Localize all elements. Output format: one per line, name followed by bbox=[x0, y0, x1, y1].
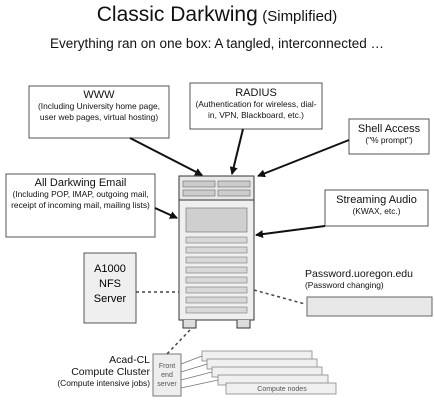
password-desc: (Password changing) bbox=[305, 280, 384, 290]
cluster-desc: (Compute intensive jobs) bbox=[57, 378, 150, 388]
nfs-line1: A1000 bbox=[94, 263, 126, 275]
cluster-link bbox=[180, 379, 219, 389]
password-title: Password.uoregon.edu bbox=[305, 268, 413, 280]
arrow-email bbox=[154, 207, 178, 219]
frontend-line1: Front bbox=[159, 363, 175, 370]
email-title: All Darkwing Email bbox=[34, 177, 127, 189]
password-label: Password.uoregon.edu (Password changing) bbox=[305, 268, 413, 291]
www-title: WWW bbox=[83, 89, 115, 101]
email-desc: (Including POP, IMAP, outgoing mail, rec… bbox=[11, 189, 150, 210]
arrow-shell bbox=[257, 139, 350, 178]
shell-title: Shell Access bbox=[357, 123, 421, 135]
cluster-title2: Compute Cluster bbox=[71, 366, 150, 378]
arrow-radius bbox=[229, 128, 244, 175]
page-title: Classic Darkwing (Simplified) bbox=[0, 3, 434, 27]
frontend-line2: end bbox=[161, 372, 173, 379]
nfs-line2: NFS bbox=[99, 278, 121, 290]
link-cluster bbox=[166, 329, 191, 355]
frontend-server-box bbox=[152, 353, 182, 397]
cluster-link bbox=[180, 371, 213, 381]
streaming-title: Streaming Audio bbox=[336, 194, 417, 206]
streaming-desc: (KWAX, etc.) bbox=[352, 206, 401, 216]
compute-nodes-label: Compute nodes bbox=[257, 386, 307, 393]
cluster-link bbox=[180, 363, 208, 373]
cluster-link bbox=[180, 355, 203, 365]
arrow-streaming bbox=[255, 225, 326, 239]
radius-desc: (Authentication for wireless, dial-in, V… bbox=[195, 99, 317, 120]
email-callout: All Darkwing Email (Including POP, IMAP,… bbox=[8, 177, 153, 210]
shell-callout: Shell Access ("% prompt") bbox=[351, 123, 427, 146]
cluster-label: Acad-CL Compute Cluster (Compute intensi… bbox=[20, 354, 150, 389]
www-callout: WWW (Including University home page, use… bbox=[31, 89, 167, 122]
title-main: Classic Darkwing bbox=[96, 3, 258, 26]
radius-title: RADIUS bbox=[235, 87, 277, 99]
compute-node bbox=[225, 382, 337, 395]
shell-desc: ("% prompt") bbox=[365, 135, 413, 145]
subtitle: Everything ran on one box: A tangled, in… bbox=[50, 36, 384, 51]
www-desc: (Including University home page, user we… bbox=[38, 101, 160, 122]
radius-callout: RADIUS (Authentication for wireless, dia… bbox=[192, 87, 320, 120]
frontend-line3: server bbox=[157, 381, 177, 388]
title-sub: (Simplified) bbox=[262, 8, 338, 25]
nfs-box bbox=[83, 252, 137, 324]
arrow-www bbox=[129, 137, 203, 176]
nfs-line3: Server bbox=[94, 293, 127, 305]
darkwing-server bbox=[178, 175, 255, 329]
streaming-callout: Streaming Audio (KWAX, etc.) bbox=[327, 194, 426, 217]
link-password bbox=[253, 289, 306, 305]
password-box bbox=[306, 296, 433, 317]
cluster-title1: Acad-CL bbox=[109, 354, 150, 366]
